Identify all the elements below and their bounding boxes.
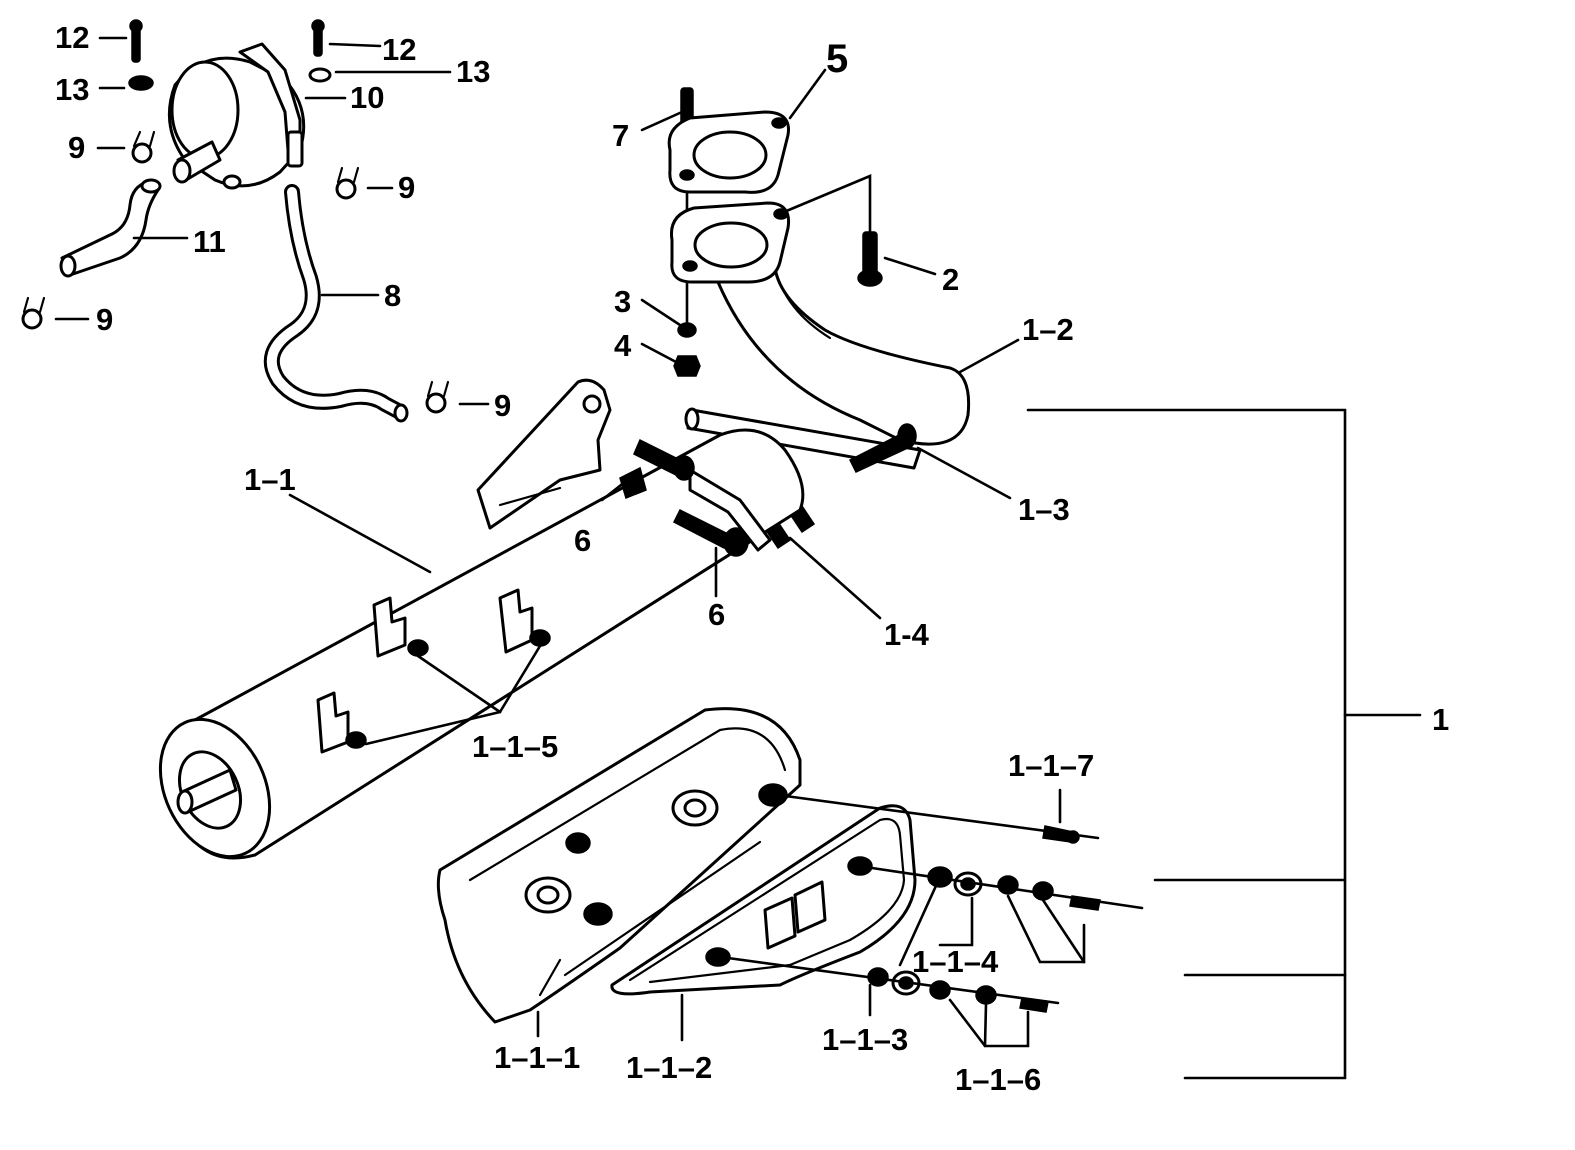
washer-part-3 (677, 322, 697, 338)
label-13-right: 13 (456, 54, 490, 89)
clamp-part-9-d (425, 380, 450, 414)
label-13-left: 13 (55, 72, 89, 107)
bracket-clip-2 (498, 588, 534, 654)
label-2: 2 (942, 262, 959, 297)
label-12-left: 12 (55, 20, 89, 55)
bolt-part-6-lower (672, 508, 749, 557)
hose-part-8-outline (263, 184, 408, 420)
label-1-1-1: 1–1–1 (494, 1040, 580, 1075)
bolt-part-6-upper (619, 438, 695, 500)
part-labels: 12 12 13 13 10 9 9 11 8 9 9 5 7 2 3 4 1–… (55, 20, 1449, 1097)
label-7: 7 (612, 118, 629, 153)
hose-part-11 (60, 180, 160, 277)
clamp-part-9-c (21, 296, 46, 330)
label-1-2: 1–2 (1022, 312, 1074, 347)
label-6-lower: 6 (708, 597, 725, 632)
label-3: 3 (614, 284, 631, 319)
bolt-part-2 (857, 231, 883, 287)
inner-shield-part-1-1-2 (610, 804, 917, 996)
label-9-d: 9 (494, 388, 511, 423)
nut-part-1-1-5-a (407, 639, 429, 657)
label-10: 10 (350, 80, 384, 115)
muffler-part-1-1 (158, 378, 805, 860)
canister-part-10 (167, 42, 306, 190)
label-1-1: 1–1 (244, 462, 296, 497)
hose-part-8 (266, 187, 405, 417)
bracket-clip-3 (316, 691, 350, 754)
label-9-a: 9 (68, 130, 85, 165)
bolt-part-12-left (129, 19, 143, 63)
label-8: 8 (384, 278, 401, 313)
label-1-1-3: 1–1–3 (822, 1022, 908, 1057)
label-12-right: 12 (382, 32, 416, 67)
label-1-1-4: 1–1–4 (912, 944, 999, 979)
label-1-1-2: 1–1–2 (626, 1050, 712, 1085)
hardware-part-1-1-7 (1042, 825, 1080, 844)
gasket-part-5 (667, 110, 791, 194)
label-1-1-5: 1–1–5 (472, 729, 558, 764)
stud-part-1-3 (848, 423, 917, 473)
label-4: 4 (614, 328, 632, 363)
label-6-upper: 6 (574, 523, 591, 558)
label-5: 5 (826, 37, 848, 81)
washer-part-13-right (308, 67, 332, 83)
heat-shield-part-1-1-1 (436, 707, 802, 1024)
bolt-part-12-right (311, 19, 325, 57)
washer-part-13-left (128, 75, 154, 91)
label-9-c: 9 (96, 302, 113, 337)
leader-lines (54, 36, 1422, 1080)
nut-part-1-1-5-c (345, 731, 367, 749)
label-1: 1 (1432, 702, 1449, 737)
clamp-part-9-b (335, 166, 360, 200)
label-1-1-7: 1–1–7 (1008, 748, 1094, 783)
bracket-clip-1 (372, 596, 407, 658)
label-9-b: 9 (398, 170, 415, 205)
label-11: 11 (193, 224, 226, 259)
label-1-3: 1–3 (1018, 492, 1070, 527)
pipe-flange (669, 201, 791, 284)
label-1-1-6: 1–1–6 (955, 1062, 1041, 1097)
nut-part-4 (673, 355, 701, 377)
washer-1-1-6-a (997, 875, 1019, 895)
washer-1-1-6-c (929, 980, 951, 1000)
nut-part-1-1-5-b (529, 629, 551, 647)
label-1-4: 1-4 (884, 617, 930, 652)
clamp-part-9-a (131, 130, 156, 164)
exhaust-pipe-part-1-2 (716, 266, 971, 446)
